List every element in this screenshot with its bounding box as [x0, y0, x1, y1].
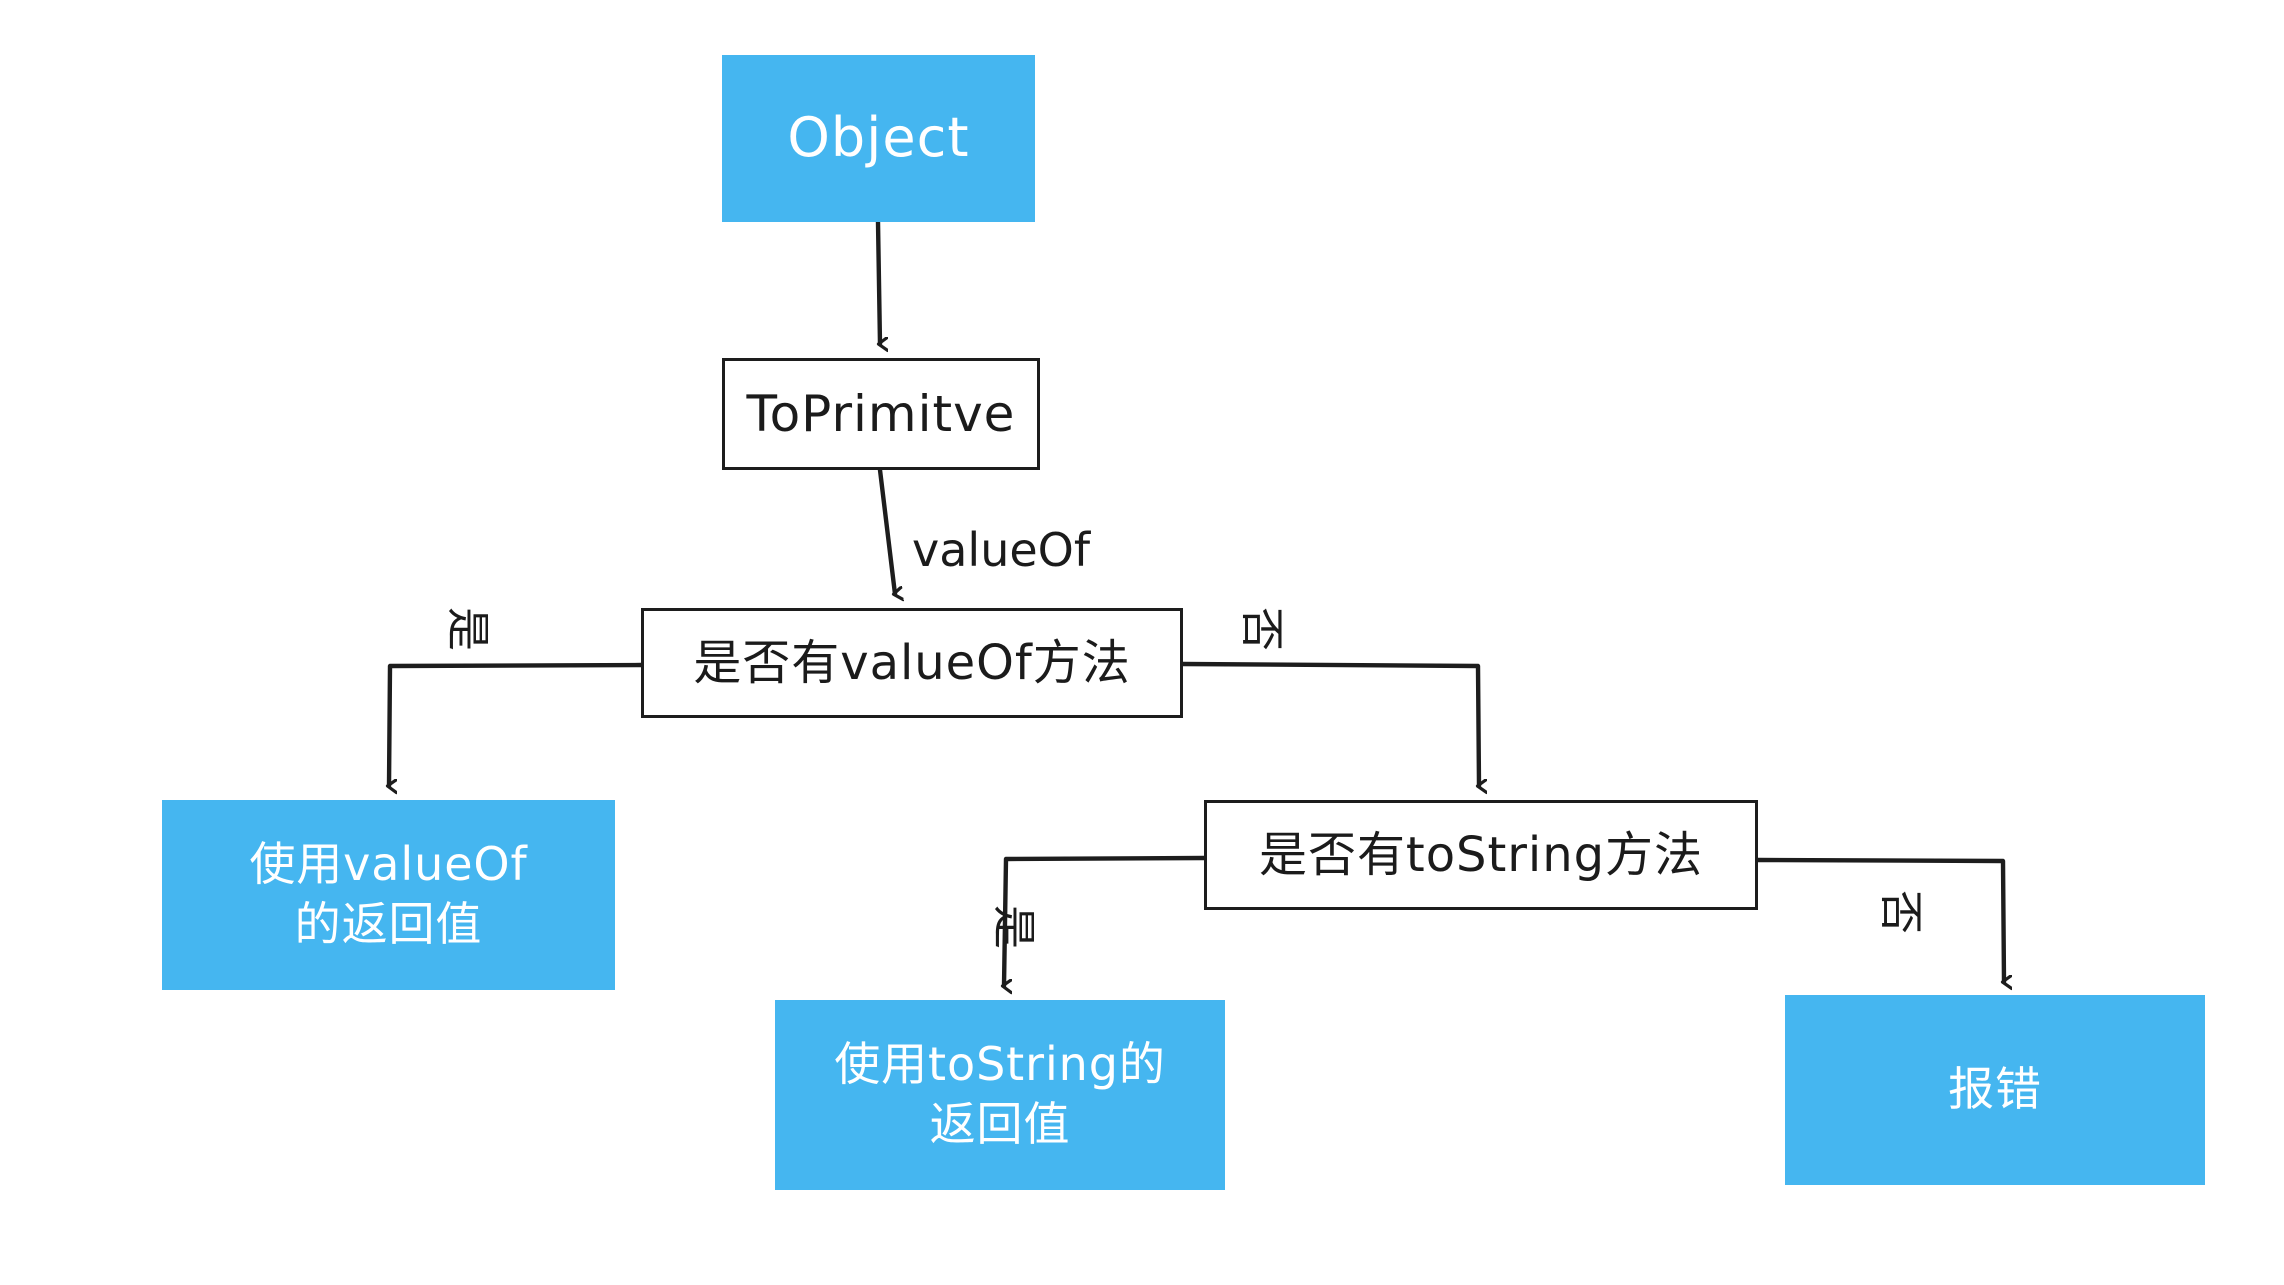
node-use-tostring-return-line2: 返回值	[929, 1097, 1071, 1151]
node-use-tostring-return-line1: 使用toString的	[834, 1037, 1166, 1092]
node-throw-error-label: 报错	[1948, 1062, 2042, 1117]
node-use-tostring-return[interactable]: 使用toString的 返回值	[775, 1000, 1225, 1190]
edge-label-tostring-yes: 是	[988, 905, 1039, 949]
edge-toprimitive-to-has-valueof	[877, 467, 895, 594]
edge-object-to-toprimitive	[875, 219, 880, 344]
node-has-valueof-method-label: 是否有valueOf方法	[693, 634, 1131, 691]
node-use-valueof-return-line2: 的返回值	[294, 897, 483, 951]
edge-has-valueof-no	[1180, 661, 1479, 786]
edge-label-valueof: valueOf	[912, 523, 1091, 577]
node-use-valueof-return[interactable]: 使用valueOf 的返回值	[162, 800, 615, 990]
node-object-label: Object	[787, 106, 970, 170]
node-throw-error[interactable]: 报错	[1785, 995, 2205, 1185]
edge-label-tostring-no: 否	[1875, 890, 1926, 934]
edge-has-valueof-yes	[389, 662, 644, 786]
node-has-valueof-method[interactable]: 是否有valueOf方法	[641, 608, 1183, 718]
edge-label-valueof-yes: 是	[442, 607, 493, 651]
node-has-tostring-method-label: 是否有toString方法	[1259, 826, 1703, 883]
edge-label-valueof-no: 否	[1236, 607, 1287, 651]
node-has-tostring-method[interactable]: 是否有toString方法	[1204, 800, 1758, 910]
node-use-valueof-return-line1: 使用valueOf	[249, 837, 528, 892]
node-toprimitive[interactable]: ToPrimitve	[722, 358, 1040, 470]
node-object[interactable]: Object	[722, 55, 1035, 222]
node-toprimitive-label: ToPrimitve	[746, 384, 1016, 443]
